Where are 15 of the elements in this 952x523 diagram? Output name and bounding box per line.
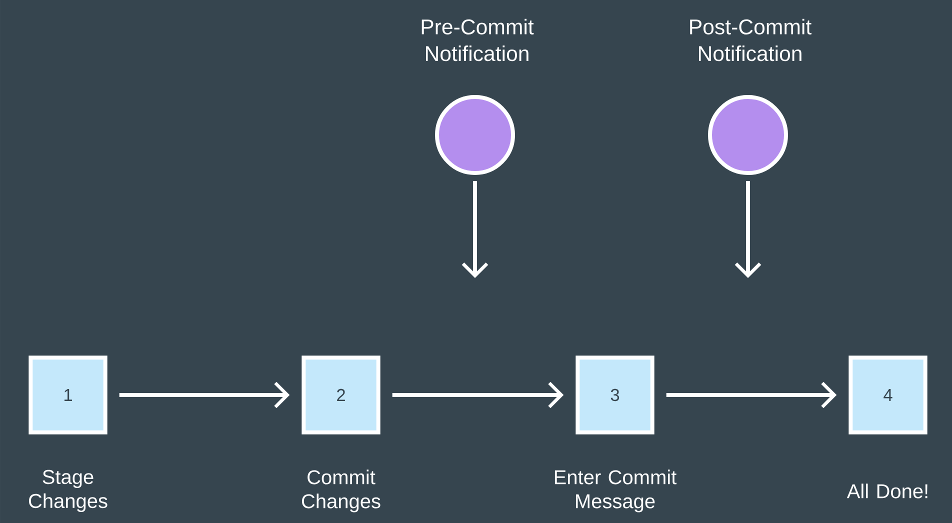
circle-label: Post-Commit Notification [690, 18, 812, 62]
step-caption: Commit Changes [302, 470, 380, 512]
step-caption: Enter Commit Message [554, 470, 677, 512]
arrow [392, 382, 564, 408]
arrow [666, 382, 837, 408]
arrow [119, 382, 290, 408]
step-box: 1 [28, 356, 108, 434]
step-box: 4 [848, 356, 928, 434]
circle-label: Pre-Commit Notification [422, 18, 534, 62]
arrow [734, 181, 762, 278]
arrow [462, 181, 488, 278]
step-caption: All Done! [846, 484, 928, 498]
step-box: 3 [576, 356, 654, 434]
step-caption: Stage Changes [29, 470, 108, 512]
step-box: 2 [302, 356, 380, 434]
